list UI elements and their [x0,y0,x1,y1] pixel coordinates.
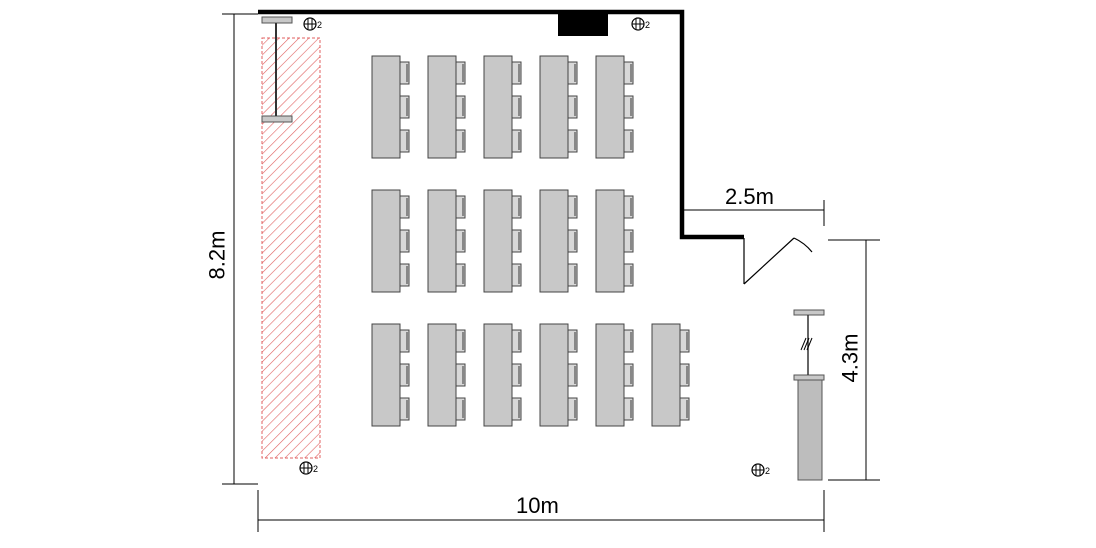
dimension-right-height: 4.3m [837,333,863,383]
outlet-count: 2 [765,466,770,476]
chair [511,129,522,153]
chair [399,263,410,287]
chair [567,397,578,421]
outlet-count: 2 [317,20,322,30]
chair [399,397,410,421]
chair [511,229,522,253]
dimension-height-total: 8.2m [204,230,230,280]
chair [623,61,634,85]
desk [539,323,578,427]
chair [455,195,466,219]
chair [567,363,578,387]
chair [399,61,410,85]
chair [511,329,522,353]
chair [679,397,690,421]
door [743,237,813,285]
desk [483,189,522,293]
desk [595,323,634,427]
desk [371,55,410,159]
chair [623,363,634,387]
chair [399,195,410,219]
chair [511,61,522,85]
chair [679,329,690,353]
chair [455,229,466,253]
chair [567,129,578,153]
chair [399,129,410,153]
chair [623,263,634,287]
walls [258,9,744,240]
outlet-top-left-icon: 2 [303,17,322,31]
chair [567,95,578,119]
whiteboard [261,16,293,123]
chair [511,263,522,287]
desk [483,55,522,159]
chair [679,363,690,387]
chair [511,195,522,219]
chair [455,263,466,287]
chair [623,329,634,353]
desk [483,323,522,427]
desk [651,323,690,427]
desk [595,55,634,159]
desk [371,189,410,293]
outlet-bottom-right-icon: 2 [751,463,770,477]
chair [455,329,466,353]
chair [567,61,578,85]
chair [399,363,410,387]
chair [511,397,522,421]
chair [455,129,466,153]
chair [567,263,578,287]
chair [511,363,522,387]
chair [567,329,578,353]
chair [399,329,410,353]
desk-grid [371,55,690,427]
desk [427,323,466,427]
outlet-bottom-left-icon: 2 [299,461,318,475]
chair [455,61,466,85]
dimension-notch-width: 2.5m [725,184,774,209]
desk [427,55,466,159]
outlet-count: 2 [313,464,318,474]
podium [558,14,608,36]
dimension-width-total: 10m [516,493,559,518]
chair [567,195,578,219]
chair [455,363,466,387]
chair [623,129,634,153]
outlet-count: 2 [645,20,650,30]
desk [371,323,410,427]
dimension-lines [222,13,880,532]
chair [455,95,466,119]
chair [455,397,466,421]
chair [623,195,634,219]
chair [511,95,522,119]
desk [539,189,578,293]
stage-area [261,37,321,459]
chair [623,229,634,253]
chair [567,229,578,253]
desk [595,189,634,293]
chair [623,95,634,119]
chair [399,229,410,253]
cabinet [793,309,825,481]
outlet-top-right-icon: 2 [631,17,650,31]
outlets: 2 2 2 2 [299,17,770,477]
chair [623,397,634,421]
desk [427,189,466,293]
chair [399,95,410,119]
desk [539,55,578,159]
